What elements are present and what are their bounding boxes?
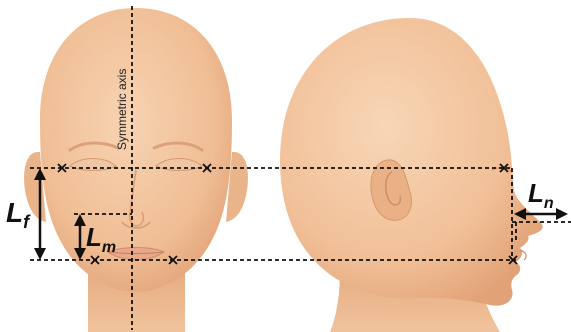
profile-head-illustration [280,18,543,332]
front-face-illustration [24,8,248,332]
symmetric-axis-label: Symmetric axis [115,69,129,150]
lf-label: Lf [6,197,31,232]
ln-label: Ln [528,178,554,212]
